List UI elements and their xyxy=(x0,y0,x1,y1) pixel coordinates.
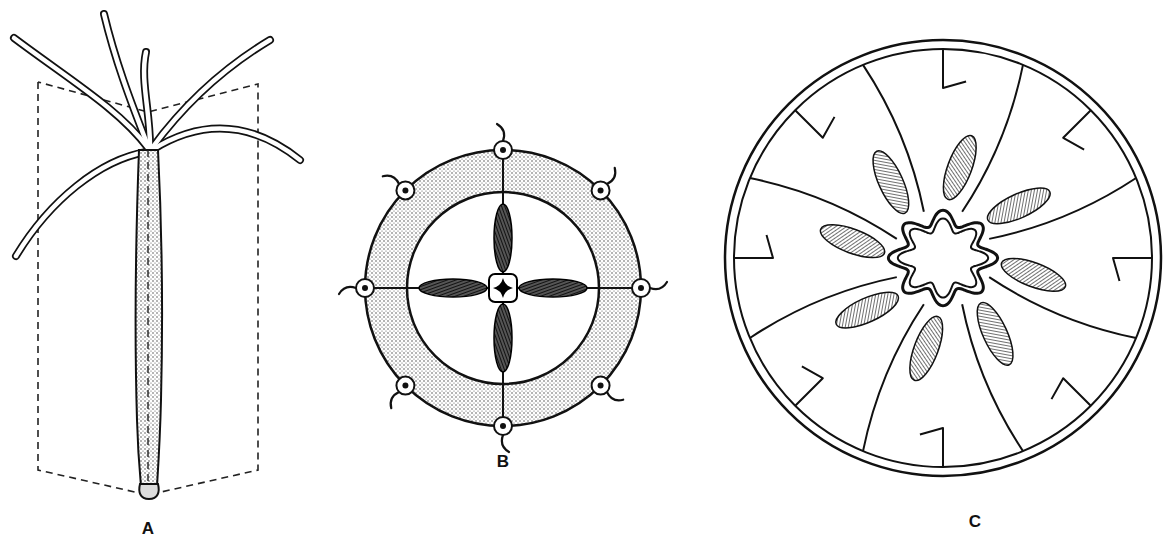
gonad xyxy=(494,304,512,372)
body-wall-inner xyxy=(734,49,1152,467)
tentacle-bulb xyxy=(494,141,512,159)
tentacle-fill xyxy=(104,14,148,146)
hydra-figure xyxy=(14,14,300,499)
statocyst xyxy=(362,285,368,291)
statocyst xyxy=(638,285,644,291)
gonad xyxy=(519,279,587,297)
incomplete-septum xyxy=(1063,110,1091,149)
tentacle-bulb xyxy=(494,417,512,435)
basal-disc xyxy=(139,484,158,499)
body-wall xyxy=(725,40,1161,476)
bell-ring xyxy=(365,150,641,426)
tentacle-fill xyxy=(152,129,300,160)
marginal-tentacle xyxy=(607,392,623,400)
marginal-tentacle xyxy=(383,176,399,184)
medusa-figure xyxy=(339,124,667,452)
tentacle-outline xyxy=(152,129,300,160)
marginal-tentacle xyxy=(339,287,356,294)
mouth xyxy=(493,278,513,298)
marginal-tentacle xyxy=(607,168,615,184)
pharynx-outer xyxy=(888,210,997,306)
marginal-tentacle xyxy=(650,282,667,289)
incomplete-septum xyxy=(943,49,966,88)
tentacle-bulb xyxy=(632,279,650,297)
statocyst xyxy=(598,383,604,389)
incomplete-septum xyxy=(1113,258,1152,281)
marginal-tentacle xyxy=(502,435,509,452)
septal-gonad xyxy=(997,252,1069,298)
anemone-figure xyxy=(725,40,1161,476)
tentacle-outline xyxy=(16,152,146,256)
statocyst xyxy=(402,187,408,193)
septal-gonad xyxy=(983,181,1055,231)
pharynx-inner xyxy=(898,218,988,297)
tentacle-bulb xyxy=(592,181,610,199)
figure-letter: C xyxy=(969,513,981,530)
tentacle-bulb xyxy=(356,279,374,297)
figure-letter: B xyxy=(497,453,509,470)
tentacle-outline xyxy=(144,52,150,146)
marginal-tentacle xyxy=(497,124,504,141)
incomplete-septum xyxy=(795,366,823,405)
hydra-body xyxy=(136,150,162,486)
septal-gonad xyxy=(816,218,888,264)
incomplete-septum xyxy=(734,235,773,258)
tentacle-bulb xyxy=(396,377,414,395)
septal-gonad xyxy=(970,298,1020,370)
incomplete-septum xyxy=(1051,378,1090,406)
tentacle-fill xyxy=(16,152,146,256)
septal-gonad xyxy=(937,131,983,203)
tentacle-bulb xyxy=(592,377,610,395)
tentacle-fill xyxy=(144,52,150,146)
statocyst xyxy=(500,423,506,429)
marginal-tentacle xyxy=(391,392,399,408)
statocyst xyxy=(598,187,604,193)
statocyst xyxy=(500,147,506,153)
septal-gonad xyxy=(866,146,916,218)
septal-gonad xyxy=(831,285,903,335)
statocyst xyxy=(402,383,408,389)
tentacle-bulb xyxy=(396,181,414,199)
figure-letter: A xyxy=(142,520,154,537)
symmetry-axis xyxy=(147,150,148,486)
septal-gonad xyxy=(903,312,949,384)
gonad xyxy=(494,204,512,272)
incomplete-septum xyxy=(920,428,943,467)
manubrium xyxy=(489,274,517,302)
gonad xyxy=(419,279,487,297)
incomplete-septum xyxy=(795,110,834,138)
